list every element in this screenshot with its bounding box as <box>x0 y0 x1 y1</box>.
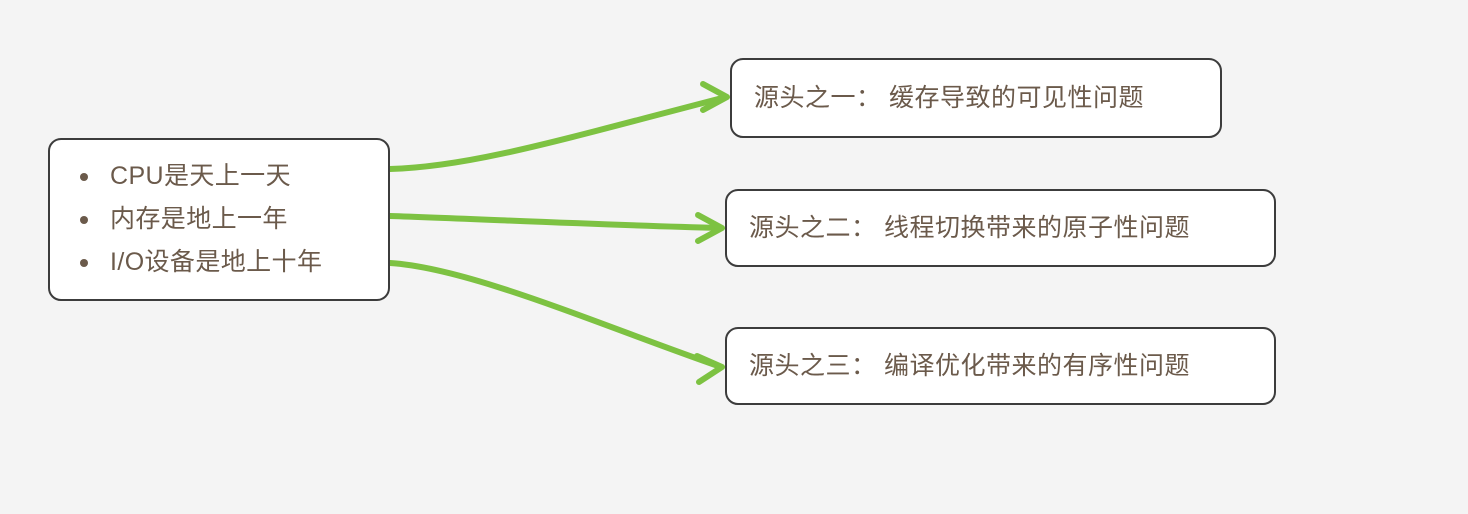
list-item-label: CPU是天上一天 <box>110 162 291 190</box>
connector-to-cause-3-arrowhead <box>694 353 725 385</box>
connector-to-cause-1 <box>387 94 729 172</box>
connector-to-cause-2 <box>387 213 724 231</box>
bullet-list: CPU是天上一天 内存是地上一年 I/O设备是地上十年 <box>50 155 388 284</box>
node-cause-atomicity[interactable]: 源头之二： 线程切换带来的原子性问题 <box>725 189 1276 267</box>
list-item[interactable]: CPU是天上一天 <box>80 155 388 198</box>
list-item-label: 内存是地上一年 <box>110 205 288 233</box>
connector-to-cause-2-arrowhead <box>695 212 725 244</box>
node-label: 源头之二： 线程切换带来的原子性问题 <box>749 214 1190 242</box>
connector-to-cause-3 <box>387 260 724 370</box>
list-item-label: I/O设备是地上十年 <box>110 248 323 276</box>
node-label: 源头之一： 缓存导致的可见性问题 <box>754 84 1144 112</box>
list-item[interactable]: 内存是地上一年 <box>80 198 388 241</box>
bullet-dot-icon <box>80 215 88 224</box>
node-label: 源头之三： 编译优化带来的有序性问题 <box>749 352 1190 380</box>
node-cause-visibility[interactable]: 源头之一： 缓存导致的可见性问题 <box>730 58 1222 138</box>
list-item[interactable]: I/O设备是地上十年 <box>80 241 388 284</box>
bullet-dot-icon <box>80 172 88 181</box>
node-hardware-speed-analogy[interactable]: CPU是天上一天 内存是地上一年 I/O设备是地上十年 <box>48 138 390 301</box>
bullet-dot-icon <box>80 258 88 267</box>
node-cause-ordering[interactable]: 源头之三： 编译优化带来的有序性问题 <box>725 327 1276 405</box>
connector-to-cause-1-arrowhead <box>700 81 730 113</box>
